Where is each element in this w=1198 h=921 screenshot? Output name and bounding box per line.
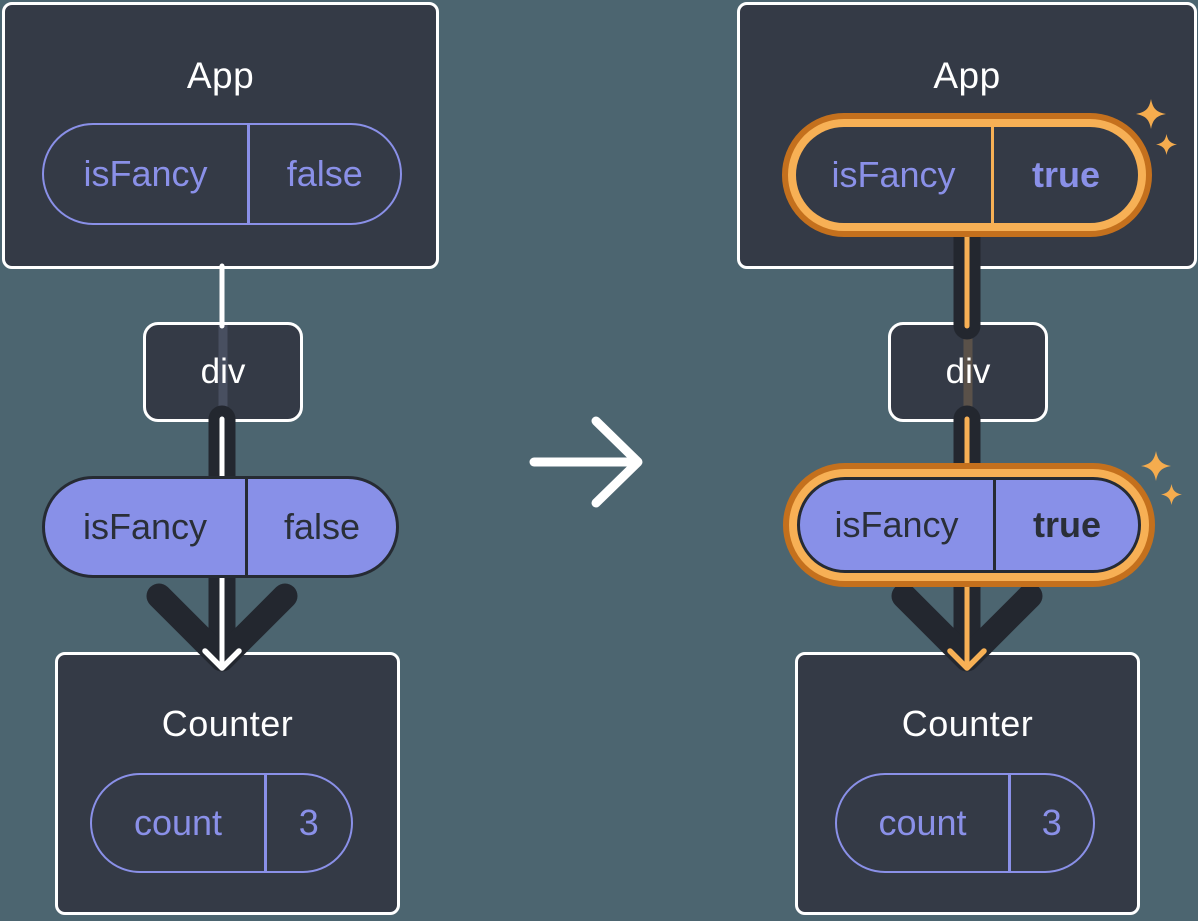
after-passed-prop-pill-highlight: isFancy true xyxy=(783,463,1155,587)
before-counter-state-pill: count 3 xyxy=(90,773,353,873)
prop-value-label: false xyxy=(283,506,361,547)
after-div-title: div xyxy=(945,352,991,391)
after-counter-state-pill: count 3 xyxy=(835,773,1095,873)
before-app-title: App xyxy=(186,55,255,96)
dimmed-line xyxy=(963,325,973,419)
sparkle-icon xyxy=(1156,134,1177,155)
prop-name-label: isFancy xyxy=(82,506,208,547)
pill-divider xyxy=(991,127,994,223)
prop-name-label: isFancy xyxy=(83,153,208,194)
pill-divider xyxy=(245,479,248,575)
sparkle-icon xyxy=(1141,451,1171,481)
after-app-prop-pill-highlight: isFancy true xyxy=(782,113,1152,237)
transition-arrowhead xyxy=(591,416,643,508)
pill-divider xyxy=(1008,775,1011,871)
prop-value-label: false xyxy=(286,153,363,194)
state-value-label: 3 xyxy=(1041,802,1062,843)
before-inner-arrowhead xyxy=(202,648,242,671)
state-name-label: count xyxy=(878,802,967,843)
prop-name-label: isFancy xyxy=(831,154,956,195)
before-div-title: div xyxy=(200,352,246,391)
before-app-prop-pill: isFancy false xyxy=(42,123,402,225)
prop-value-label: true xyxy=(1031,154,1100,195)
before-passed-prop-pill: isFancy false xyxy=(42,476,399,578)
after-inner-arrowhead xyxy=(947,648,987,671)
after-app-prop-pill: isFancy true xyxy=(796,127,1138,223)
sparkle-icon xyxy=(1136,99,1166,129)
after-counter-title: Counter xyxy=(901,703,1034,744)
prop-value-label: true xyxy=(1032,504,1101,545)
after-passed-prop-pill: isFancy true xyxy=(797,477,1141,573)
state-name-label: count xyxy=(133,802,223,843)
sparkle-icon xyxy=(1161,484,1182,505)
state-value-label: 3 xyxy=(298,802,319,843)
after-app-title: App xyxy=(933,55,1001,96)
pill-divider xyxy=(264,775,267,871)
dimmed-line xyxy=(218,325,228,419)
prop-name-label: isFancy xyxy=(834,504,959,545)
before-counter-title: Counter xyxy=(161,703,294,744)
pill-divider xyxy=(993,480,996,570)
pill-divider xyxy=(247,125,250,223)
